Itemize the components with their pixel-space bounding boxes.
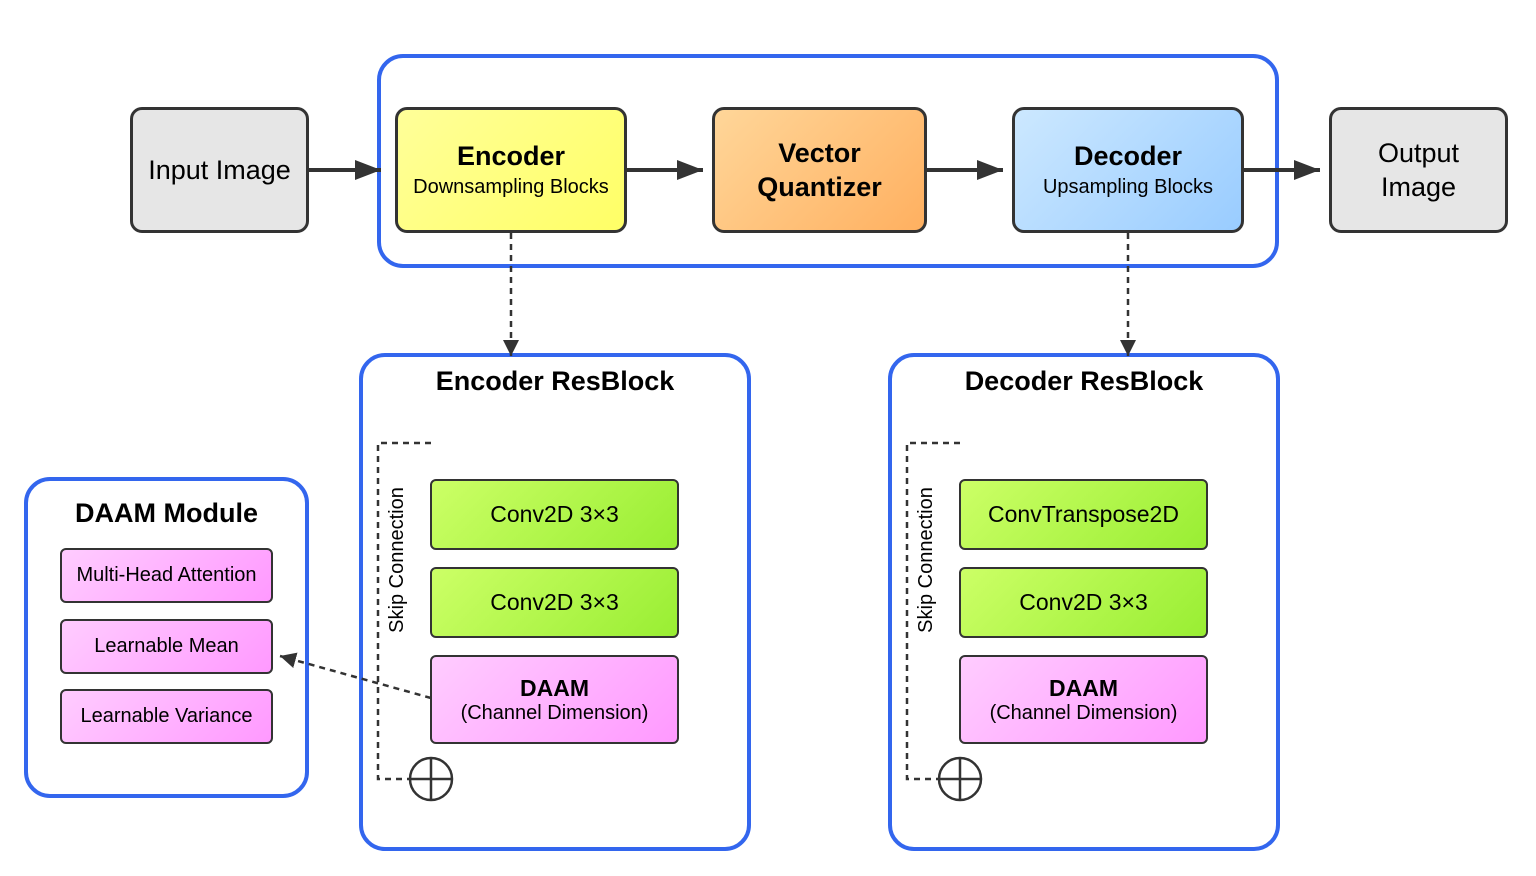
daam-item-mean: Learnable Mean xyxy=(60,619,273,674)
input-image-label: Input Image xyxy=(148,155,291,185)
output-image-node: Output Image xyxy=(1329,107,1508,233)
encoder-conv-label-1: Conv2D 3×3 xyxy=(490,501,619,527)
output-line2: Image xyxy=(1380,172,1457,202)
decoder-resblock-title: Decoder ResBlock xyxy=(964,366,1204,396)
output-line1: Output xyxy=(1377,138,1460,168)
daam-item-attention: Multi-Head Attention xyxy=(60,548,273,603)
encoder-daam-block: DAAM (Channel Dimension) xyxy=(430,655,679,744)
daam-item-label-3: Learnable Variance xyxy=(80,705,253,727)
decoder-convtranspose-block: ConvTranspose2D xyxy=(959,479,1208,550)
encoder-title: Encoder xyxy=(456,141,566,171)
decoder-node: Decoder Upsampling Blocks xyxy=(1012,107,1244,233)
decoder-skip-path xyxy=(905,441,960,781)
quantizer-line1: Vector xyxy=(778,138,861,168)
decoder-subtitle: Upsampling Blocks xyxy=(1042,176,1214,198)
decoder-title: Decoder xyxy=(1073,141,1183,171)
decoder-block-label-1: ConvTranspose2D xyxy=(988,501,1179,527)
encoder-skip-path xyxy=(376,441,431,781)
encoder-resblock-title: Encoder ResBlock xyxy=(435,366,675,396)
quantizer-line2: Quantizer xyxy=(757,172,882,202)
encoder-conv-label-2: Conv2D 3×3 xyxy=(490,589,619,615)
daam-item-variance: Learnable Variance xyxy=(60,689,273,744)
encoder-conv-block-2: Conv2D 3×3 xyxy=(430,567,679,638)
decoder-add-icon xyxy=(937,756,983,802)
decoder-daam-subtitle: (Channel Dimension) xyxy=(989,701,1178,724)
encoder-daam-title: DAAM xyxy=(520,674,589,701)
decoder-daam-block: DAAM (Channel Dimension) xyxy=(959,655,1208,744)
decoder-conv-block: Conv2D 3×3 xyxy=(959,567,1208,638)
encoder-conv-block-1: Conv2D 3×3 xyxy=(430,479,679,550)
decoder-daam-title: DAAM xyxy=(1049,674,1118,701)
encoder-node: Encoder Downsampling Blocks xyxy=(395,107,627,233)
daam-item-label-1: Multi-Head Attention xyxy=(76,564,257,586)
vector-quantizer-node: Vector Quantizer xyxy=(712,107,927,233)
encoder-add-icon xyxy=(408,756,454,802)
encoder-daam-subtitle: (Channel Dimension) xyxy=(460,701,649,724)
daam-item-label-2: Learnable Mean xyxy=(94,635,239,657)
daam-module-title: DAAM Module xyxy=(75,498,258,528)
encoder-subtitle: Downsampling Blocks xyxy=(413,176,609,198)
input-image-node: Input Image xyxy=(130,107,309,233)
arrow-daam-to-module xyxy=(279,652,432,700)
decoder-block-label-2: Conv2D 3×3 xyxy=(1019,589,1148,615)
